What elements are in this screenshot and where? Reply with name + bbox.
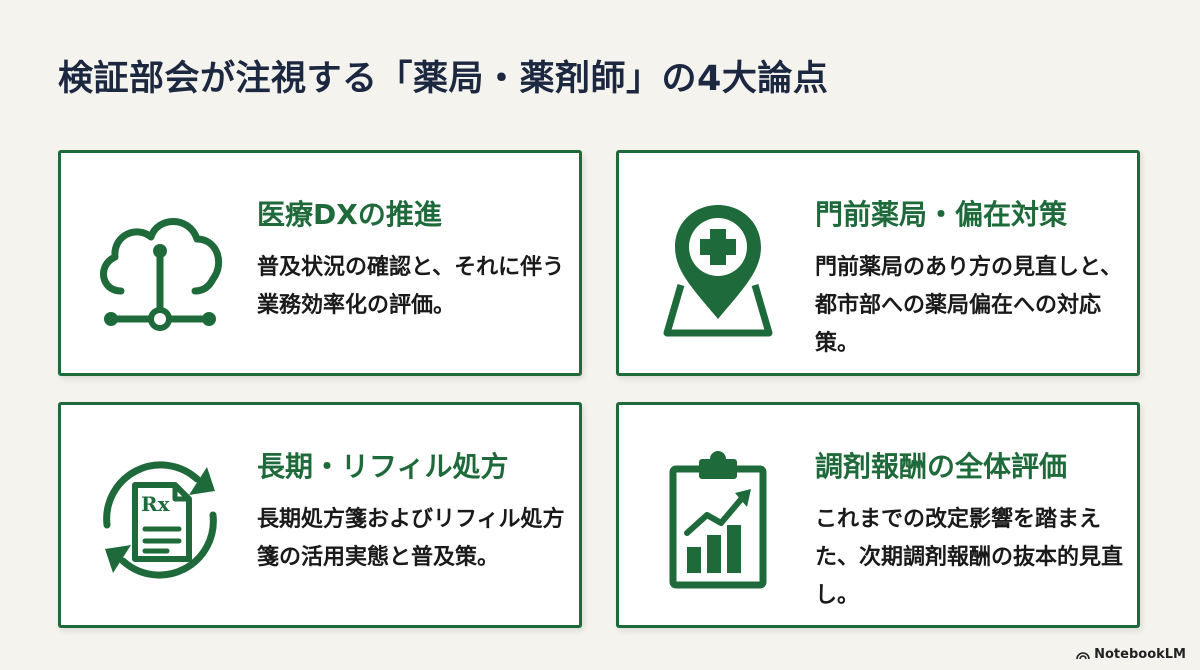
card-title: 調剤報酬の全体評価 <box>815 450 1068 483</box>
page-title: 検証部会が注視する「薬局・薬剤師」の4大論点 <box>58 59 829 99</box>
card-body: これまでの改定影響を踏まえた、次期調剤報酬の抜本的見直し。 <box>815 507 1124 608</box>
card-title: 医療DXの推進 <box>257 198 442 231</box>
card-refill-prescription: Rx 長期・リフィル処方 長期処方箋およびリフィル処方箋の活用実態と普及策。 <box>58 402 582 628</box>
card-body: 門前薬局のあり方の見直しと、都市部への薬局偏在への対応策。 <box>815 255 1123 356</box>
card-body: 普及状況の確認と、それに伴う業務効率化の評価。 <box>257 255 565 318</box>
footer-brand: NotebookLM <box>1094 647 1186 662</box>
notebooklm-logo-icon <box>1076 651 1090 659</box>
clipboard-chart-icon <box>643 445 793 595</box>
card-title: 門前薬局・偏在対策 <box>815 198 1068 231</box>
map-pin-medical-icon <box>643 193 793 343</box>
card-medical-dx: 医療DXの推進 普及状況の確認と、それに伴う業務効率化の評価。 <box>58 150 582 376</box>
card-title: 長期・リフィル処方 <box>257 450 509 483</box>
prescription-refill-icon: Rx <box>85 445 235 595</box>
svg-text:Rx: Rx <box>141 492 171 516</box>
cloud-network-icon <box>85 193 235 343</box>
card-pharmacy-distribution: 門前薬局・偏在対策 門前薬局のあり方の見直しと、都市部への薬局偏在への対応策。 <box>616 150 1140 376</box>
notebooklm-badge: NotebookLM <box>1076 647 1186 662</box>
card-dispensing-fee: 調剤報酬の全体評価 これまでの改定影響を踏まえた、次期調剤報酬の抜本的見直し。 <box>616 402 1140 628</box>
card-body: 長期処方箋およびリフィル処方箋の活用実態と普及策。 <box>257 507 565 570</box>
